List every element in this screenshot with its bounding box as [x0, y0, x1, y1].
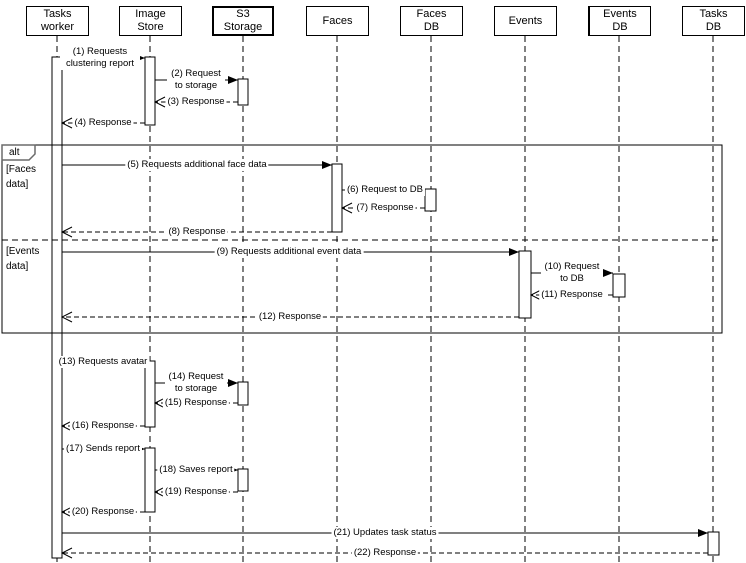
message-20-label: (20) Response: [69, 506, 137, 518]
actor-events-db: Events DB: [588, 6, 651, 36]
actor-faces-db: Faces DB: [400, 6, 463, 36]
activation-s3-storage-1: [237, 78, 249, 106]
message-5-label: (5) Requests additional face data: [125, 159, 269, 171]
message-15-label: (15) Response: [162, 397, 230, 409]
activation-tasks-worker: [51, 56, 63, 559]
activation-image-store-3: [144, 447, 156, 513]
message-19-label: (19) Response: [162, 486, 230, 498]
activation-faces-db: [424, 188, 437, 212]
alt-guard-events-data: [Events data]: [6, 246, 40, 272]
alt-frame-label-box: [1, 144, 36, 161]
message-18-label: (18) Saves report: [157, 464, 235, 476]
alt-frame-border: [1, 144, 723, 334]
activation-image-store-2: [144, 360, 156, 428]
activation-s3-storage-3: [237, 468, 249, 492]
message-17-label: (17) Sends report: [64, 443, 142, 455]
message-12-label: (12) Response: [256, 311, 324, 323]
activation-image-store-1: [144, 56, 156, 126]
actor-tasks-worker: Tasks worker: [26, 6, 89, 36]
activation-events: [518, 250, 532, 319]
message-1-label: (1) Requests clustering report: [60, 46, 140, 70]
actor-image-store: Image Store: [119, 6, 182, 36]
activation-faces: [331, 163, 343, 233]
alt-operator-label: alt: [9, 147, 20, 158]
message-9-label: (9) Requests additional event data: [214, 246, 364, 258]
actor-events: Events: [494, 6, 557, 36]
message-10-label: (10) Request to DB: [541, 261, 603, 285]
actor-faces: Faces: [306, 6, 369, 36]
message-4-label: (4) Response: [72, 117, 134, 129]
message-16-label: (16) Response: [69, 420, 137, 432]
alt-guard-faces-data: [Faces data]: [6, 164, 37, 190]
message-21-label: (21) Updates task status: [331, 527, 439, 539]
activation-events-db: [612, 273, 626, 298]
message-11-label: (11) Response: [539, 289, 605, 301]
activation-s3-storage-2: [237, 381, 249, 406]
message-2-label: (2) Request to storage: [167, 68, 225, 92]
message-22-label: (22) Response: [351, 547, 419, 559]
message-6-label: (6) Request to DB: [344, 184, 426, 196]
message-8-label: (8) Response: [166, 226, 228, 238]
actor-tasks-db: Tasks DB: [682, 6, 745, 36]
message-7-label: (7) Response: [354, 202, 416, 214]
message-3-label: (3) Response: [165, 96, 227, 108]
actor-s3-storage: S3 Storage: [212, 6, 274, 36]
activation-tasks-db: [707, 531, 720, 556]
message-14-label: (14) Request to storage: [165, 371, 227, 395]
message-13-label: (13) Requests avatar: [56, 356, 150, 368]
